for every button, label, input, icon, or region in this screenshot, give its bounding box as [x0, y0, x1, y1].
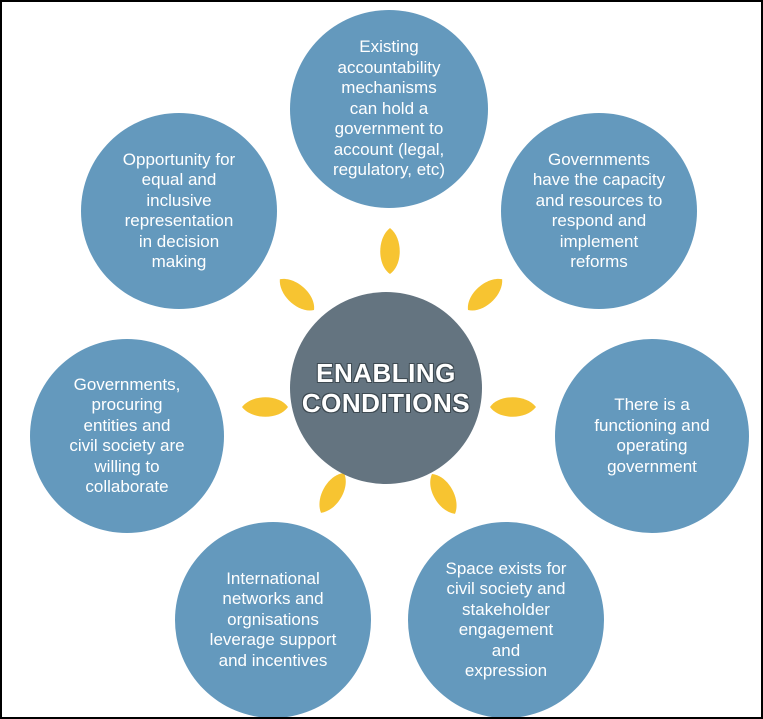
center-circle: ENABLING CONDITIONS [290, 292, 482, 484]
condition-circle-representation: Opportunity for equal and inclusive repr… [81, 113, 277, 309]
petal-top [380, 228, 400, 274]
petal-top-left [279, 279, 315, 311]
condition-circle-accountability: Existing accountability mechanisms can h… [290, 10, 488, 208]
petal-left [242, 397, 288, 417]
petal-top-right [467, 279, 503, 311]
petal-bottom-left [319, 473, 346, 513]
condition-circle-civil-society-space: Space exists for civil society and stake… [408, 522, 604, 717]
condition-circle-collaboration: Governments, procuring entities and civi… [30, 339, 224, 533]
condition-label: Existing accountability mechanisms can h… [332, 37, 446, 180]
condition-label: International networks and orgnisations … [209, 568, 337, 670]
condition-label: Governments have the capacity and resour… [532, 149, 666, 272]
center-label: ENABLING CONDITIONS [301, 358, 471, 418]
condition-circle-international-networks: International networks and orgnisations … [175, 522, 371, 717]
petal-right [490, 397, 536, 417]
condition-circle-functioning-government: There is a functioning and operating gov… [555, 339, 749, 533]
condition-circle-capacity: Governments have the capacity and resour… [501, 113, 697, 309]
condition-label: Opportunity for equal and inclusive repr… [122, 149, 236, 272]
petal-bottom-right [430, 474, 457, 514]
condition-label: Space exists for civil society and stake… [445, 558, 567, 681]
condition-label: There is a functioning and operating gov… [594, 395, 710, 476]
condition-label: Governments, procuring entities and civi… [69, 374, 185, 497]
